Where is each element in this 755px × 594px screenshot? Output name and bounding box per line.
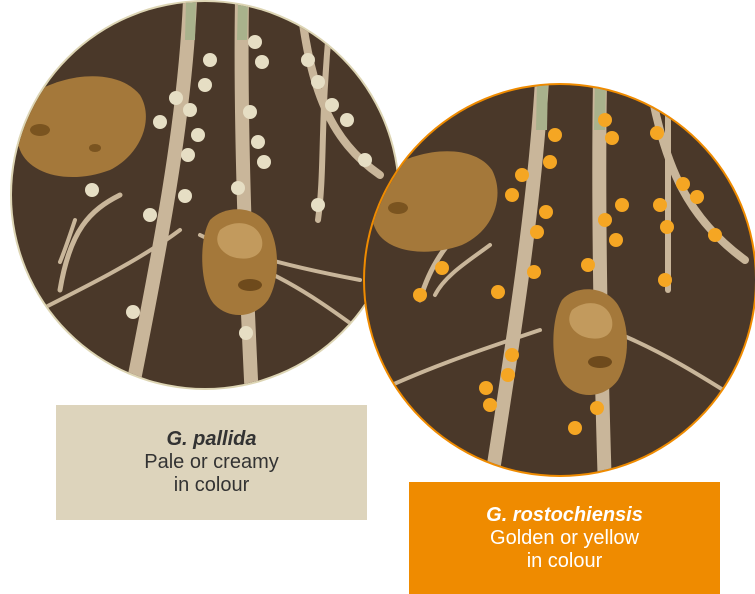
potato-tuber-icon	[553, 289, 627, 395]
rostochiensis-description-line1: Golden or yellow	[490, 527, 639, 550]
rostochiensis-species-name: G. rostochiensis	[486, 504, 643, 527]
rostochiensis-description-line2: in colour	[527, 550, 603, 573]
pallida-species-name: G. pallida	[166, 428, 256, 451]
rostochiensis-magnifier	[355, 75, 755, 490]
pallida-label: G. pallida Pale or creamy in colour	[56, 405, 367, 520]
potato-tuber-icon	[202, 209, 277, 315]
rostochiensis-label: G. rostochiensis Golden or yellow in col…	[409, 482, 720, 594]
pallida-magnifier	[0, 0, 420, 400]
pallida-description-line2: in colour	[174, 474, 250, 497]
pallida-description-line1: Pale or creamy	[144, 451, 279, 474]
